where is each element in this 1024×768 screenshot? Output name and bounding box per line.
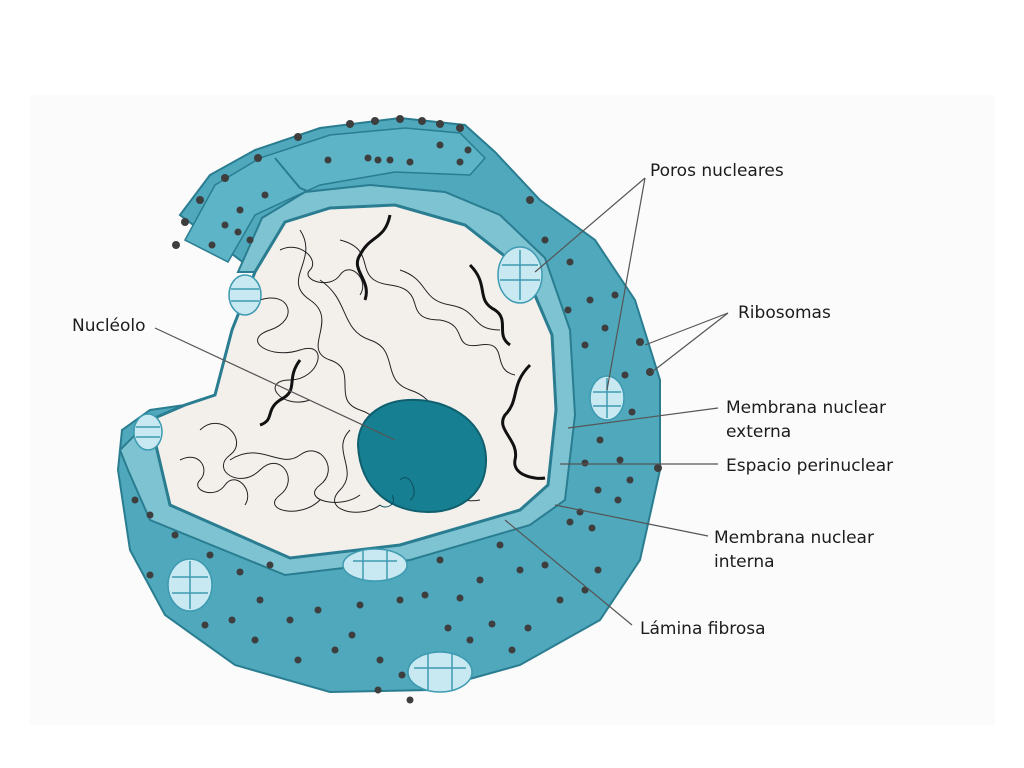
nuclear-pore xyxy=(407,651,473,693)
label-nuclear-pores: Poros nucleares xyxy=(650,161,784,181)
label-perinuclear-space: Espacio perinuclear xyxy=(726,456,894,476)
nuclear-pore xyxy=(589,375,625,421)
ribosomes xyxy=(131,115,662,704)
label-outer-membrane-line2: externa xyxy=(726,422,792,442)
label-nucleolus: Nucléolo xyxy=(72,316,146,336)
nuclear-pore xyxy=(342,548,408,582)
label-ribosomes: Ribosomas xyxy=(738,303,831,323)
chromatin-thick xyxy=(259,214,546,480)
nuclear-pore xyxy=(133,413,163,451)
nucleoplasm xyxy=(148,203,558,560)
nuclear-pore xyxy=(167,558,213,612)
label-outer-membrane-line1: Membrana nuclear xyxy=(726,398,886,418)
label-fibrous-lamina: Lámina fibrosa xyxy=(640,619,766,639)
nuclear-pore xyxy=(497,246,543,304)
label-inner-membrane-line2: interna xyxy=(714,552,775,572)
label-inner-membrane-line1: Membrana nuclear xyxy=(714,528,874,548)
nucleolus-chromatin xyxy=(379,477,415,508)
nucleolus xyxy=(356,398,488,514)
nuclear-pore xyxy=(228,274,262,316)
nuclear-pores xyxy=(133,246,625,693)
leader-lines xyxy=(154,177,729,626)
